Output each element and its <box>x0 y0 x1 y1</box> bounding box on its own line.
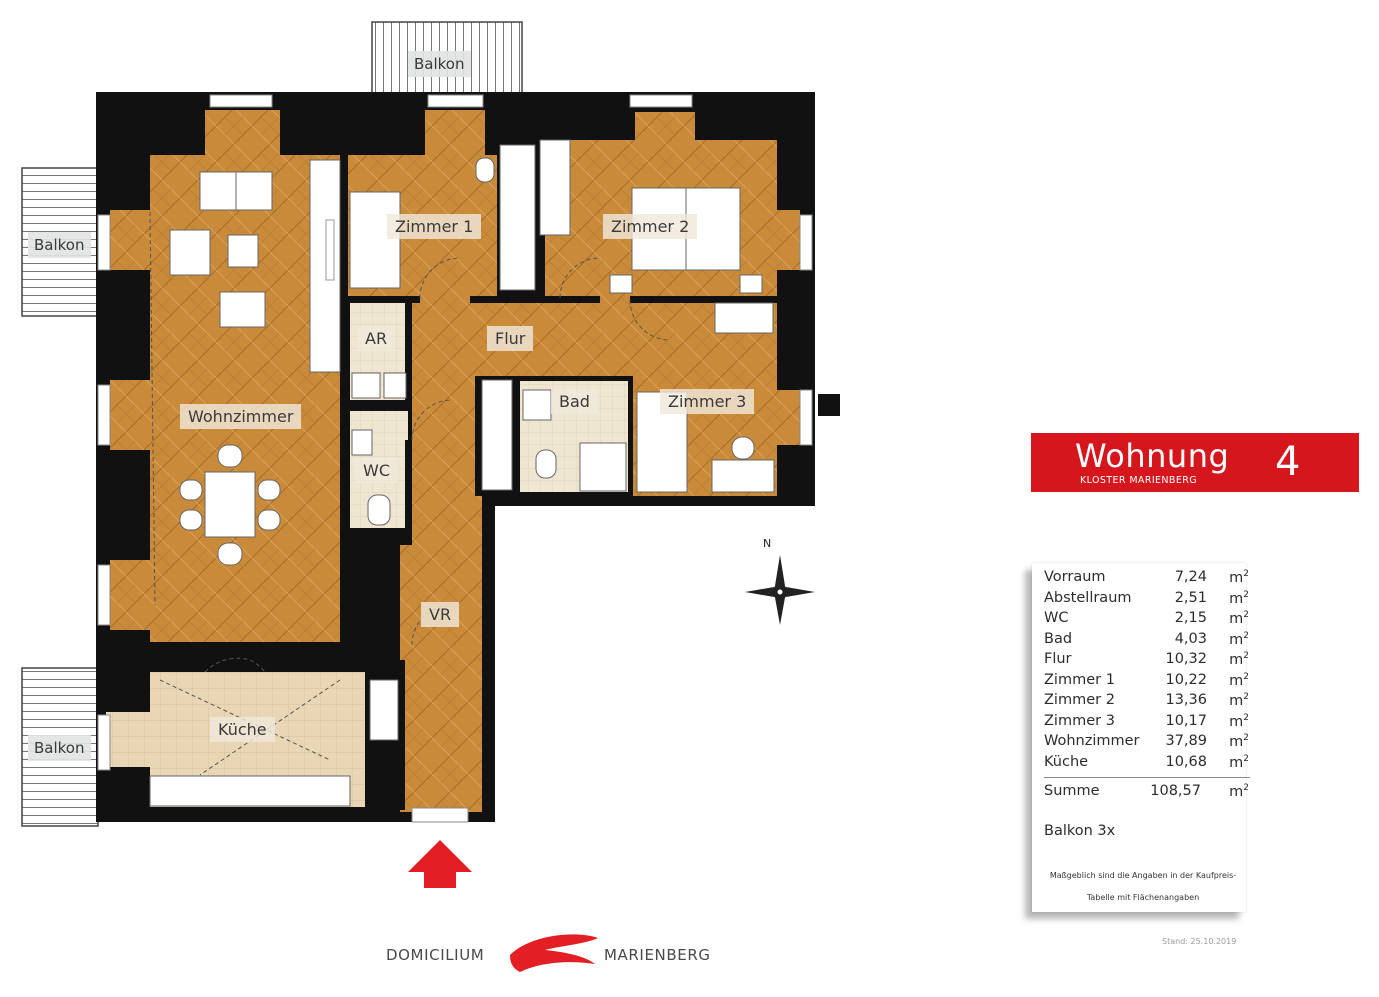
room-label-zimmer-3: Zimmer 3 <box>660 389 755 414</box>
area-row-unit: m2 <box>1229 733 1249 750</box>
room-label-vr: VR <box>421 602 460 627</box>
unit: m <box>1229 783 1244 800</box>
unit: m <box>1229 610 1244 627</box>
unit-sup: 2 <box>1243 569 1249 579</box>
brand-right-text: MARIENBERG <box>604 946 711 964</box>
unit: m <box>1229 733 1244 750</box>
area-row-name: Küche <box>1044 753 1089 770</box>
unit-sup: 2 <box>1243 783 1249 793</box>
unit: m <box>1229 754 1244 771</box>
area-row: Flur 10,32 m2 <box>1044 651 1249 671</box>
room-label-flur: Flur <box>487 326 534 351</box>
domicilium-logo-icon <box>510 934 598 972</box>
balcony-count-note: Balkon 3x <box>1044 823 1116 839</box>
area-row-value: 2,51 <box>1174 589 1207 606</box>
area-row: Zimmer 2 13,36 m2 <box>1044 692 1249 712</box>
area-row-unit: m2 <box>1229 713 1249 730</box>
unit: m <box>1229 672 1244 689</box>
area-row: Küche 10,68 m2 <box>1044 754 1249 774</box>
unit: m <box>1229 631 1244 648</box>
room-label-wohnzimmer: Wohnzimmer <box>180 404 302 429</box>
room-label-zimmer-2: Zimmer 2 <box>603 214 698 239</box>
sum-divider <box>1044 777 1250 778</box>
chimney <box>818 394 840 416</box>
area-row-value: 10,32 <box>1165 651 1207 667</box>
unit-sup: 2 <box>1243 753 1249 764</box>
room-label-kueche: Küche <box>210 717 275 742</box>
area-row: Zimmer 3 10,17 m2 <box>1044 713 1249 733</box>
room-label-zimmer-1: Zimmer 1 <box>387 214 482 239</box>
unit: m <box>1229 569 1244 586</box>
apartment-title: Wohnung <box>1075 437 1230 475</box>
unit-sup: 2 <box>1243 733 1249 743</box>
furniture <box>149 139 775 807</box>
apartment-subtitle: KLOSTER MARIENBERG <box>1080 475 1198 486</box>
area-total-value: 108,57 <box>1150 783 1201 799</box>
disclaimer: Maßgeblich sind die Angaben in der Kaufp… <box>1040 865 1246 909</box>
balcony-label-top: Balkon <box>408 51 471 77</box>
area-row-name: Vorraum <box>1044 569 1106 585</box>
area-row-name: Zimmer 3 <box>1044 712 1115 729</box>
area-row: WC 2,15 m2 <box>1044 610 1249 630</box>
area-row-name: Flur <box>1044 651 1072 667</box>
apartment-number: 4 <box>1275 439 1301 485</box>
area-row: Vorraum 7,24 m2 <box>1044 569 1249 589</box>
area-row-name: WC <box>1044 610 1069 626</box>
apartment-title-box: Wohnung KLOSTER MARIENBERG 4 <box>1031 433 1359 492</box>
area-row-name: Bad <box>1044 630 1073 647</box>
area-row-value: 10,17 <box>1165 712 1207 729</box>
unit-sup: 2 <box>1243 692 1249 702</box>
entrance-arrow <box>408 840 472 888</box>
area-row-unit: m2 <box>1229 590 1249 607</box>
area-row-name: Abstellraum <box>1044 589 1132 606</box>
unit-sup: 2 <box>1243 651 1249 661</box>
unit-sup: 2 <box>1243 630 1249 641</box>
area-row-value: 2,15 <box>1174 610 1207 626</box>
unit-sup: 2 <box>1243 589 1249 600</box>
area-table: Vorraum 7,24 m2 Abstellraum 2,51 m2 WC 2… <box>1032 563 1250 912</box>
area-row-unit: m2 <box>1229 651 1249 668</box>
stand-date: Stand: 25.10.2019 <box>1162 937 1237 946</box>
disclaimer-line: Tabelle mit Flächenangaben <box>1086 893 1200 902</box>
area-row-unit: m2 <box>1229 631 1249 648</box>
area-row: Zimmer 1 10,22 m2 <box>1044 672 1249 692</box>
room-label-wc: WC <box>355 458 398 483</box>
brand-left-text: DOMICILIUM <box>386 946 485 964</box>
area-row-value: 10,22 <box>1165 671 1207 688</box>
unit-sup: 2 <box>1243 712 1249 723</box>
unit: m <box>1229 692 1244 709</box>
unit: m <box>1229 651 1244 668</box>
room-label-bad: Bad <box>551 389 598 414</box>
area-total-name: Summe <box>1044 783 1100 799</box>
area-row-unit: m2 <box>1229 569 1249 586</box>
area-row: Abstellraum 2,51 m2 <box>1044 590 1249 610</box>
area-row-name: Zimmer 2 <box>1044 692 1115 708</box>
unit: m <box>1229 590 1244 607</box>
area-row-value: 13,36 <box>1165 692 1207 708</box>
area-row-value: 7,24 <box>1174 569 1207 585</box>
area-row-value: 37,89 <box>1165 733 1207 749</box>
balcony-label-left-upper: Balkon <box>28 232 91 258</box>
unit-sup: 2 <box>1243 671 1249 682</box>
area-row: Bad 4,03 m2 <box>1044 631 1249 651</box>
windows <box>97 94 813 823</box>
area-row-unit: m2 <box>1229 754 1249 771</box>
area-row-unit: m2 <box>1229 672 1249 689</box>
unit-sup: 2 <box>1243 610 1249 620</box>
compass-rose-icon <box>745 555 815 625</box>
room-label-ar: AR <box>357 326 396 351</box>
area-row-unit: m2 <box>1229 610 1249 627</box>
balcony-label-left-lower: Balkon <box>28 735 91 761</box>
area-row: Wohnzimmer 37,89 m2 <box>1044 733 1249 753</box>
area-row-name: Zimmer 1 <box>1044 671 1115 688</box>
area-total-unit: m2 <box>1229 783 1249 800</box>
disclaimer-line: Maßgeblich sind die Angaben in der Kaufp… <box>1049 871 1237 880</box>
unit: m <box>1229 713 1244 730</box>
area-row-value: 10,68 <box>1165 753 1207 770</box>
area-total-row: Summe 108,57 m2 <box>1044 783 1249 803</box>
area-row-name: Wohnzimmer <box>1044 733 1140 749</box>
compass-north-label: N <box>763 537 772 550</box>
area-row-value: 4,03 <box>1174 630 1207 647</box>
area-row-unit: m2 <box>1229 692 1249 709</box>
